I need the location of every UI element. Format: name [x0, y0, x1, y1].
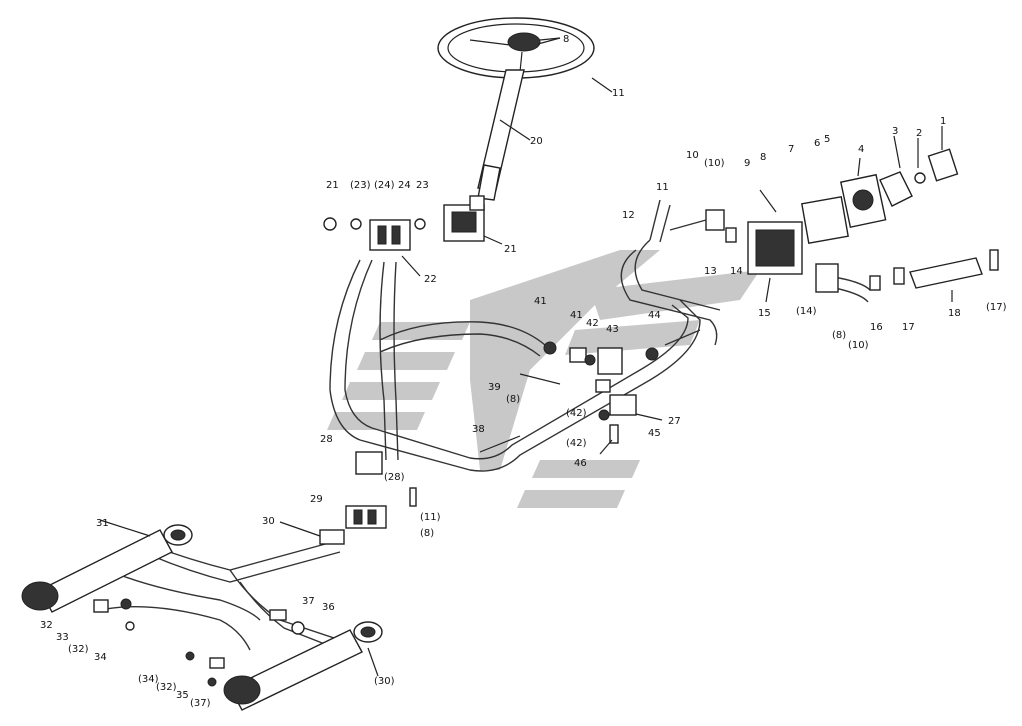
- callout-15: 15: [758, 308, 771, 319]
- callout-11: 11: [612, 88, 625, 99]
- callout-6: 6: [814, 138, 820, 149]
- callout-28p: (28): [384, 472, 405, 483]
- callout-20: 20: [530, 136, 543, 147]
- callout-32p: (32): [68, 644, 89, 655]
- callout-13: 13: [704, 266, 717, 277]
- callout-17p: (17): [986, 302, 1007, 313]
- callout-35: 35: [176, 690, 189, 701]
- callout-42: 42: [586, 318, 599, 329]
- pump-assembly: [705, 148, 959, 275]
- callout-18: 18: [948, 308, 961, 319]
- callout-21: 21: [326, 180, 339, 191]
- steering-unit: [443, 195, 485, 242]
- callout-36: 36: [322, 602, 335, 613]
- callout-41a: 41: [534, 296, 547, 307]
- callout-8p: (8): [832, 330, 846, 341]
- callout-34p: (34): [138, 674, 159, 685]
- watermark-logo: [327, 250, 760, 508]
- leader-lines: [99, 37, 953, 677]
- callout-45: 45: [648, 428, 661, 439]
- callout-42p2: (42): [566, 438, 587, 449]
- callout-11p: (11): [420, 512, 441, 523]
- callout-31: 31: [96, 518, 109, 529]
- callout-5: 5: [824, 134, 830, 145]
- callout-1: 1: [940, 116, 946, 127]
- callout-29: 29: [310, 494, 323, 505]
- callout-8b: 8: [760, 152, 766, 163]
- callout-24: 24: [398, 180, 411, 191]
- callout-30: 30: [262, 516, 275, 527]
- callout-32: 32: [40, 620, 53, 631]
- callout-21-unit: 21: [504, 244, 517, 255]
- callout-42p: (42): [566, 408, 587, 419]
- callout-37p: (37): [190, 698, 211, 709]
- callout-9: 9: [744, 158, 750, 169]
- callout-7: 7: [788, 144, 794, 155]
- axle-fittings: [93, 529, 345, 687]
- valve-group: [519, 341, 659, 444]
- callout-8: 8: [563, 34, 569, 45]
- callout-10p2: (10): [848, 340, 869, 351]
- callout-34: 34: [94, 652, 107, 663]
- callout-2: 2: [916, 128, 922, 139]
- cylinder-right: [223, 621, 383, 711]
- lower-valve-block: [345, 451, 417, 529]
- hydraulic-hoses: [329, 199, 721, 472]
- callout-8p3: (8): [420, 528, 434, 539]
- steering-wheel: [437, 17, 595, 79]
- callout-3: 3: [892, 126, 898, 137]
- callout-24p: (24): [374, 180, 395, 191]
- callout-37: 37: [302, 596, 315, 607]
- cylinder-left: [21, 524, 193, 613]
- callout-39: 39: [488, 382, 501, 393]
- callout-30p: (30): [374, 676, 395, 687]
- callout-38: 38: [472, 424, 485, 435]
- suction-pipe: [815, 249, 999, 303]
- callout-16: 16: [870, 322, 883, 333]
- fitting-block: [323, 217, 426, 251]
- callout-43: 43: [606, 324, 619, 335]
- callout-12: 12: [622, 210, 635, 221]
- callout-22: 22: [424, 274, 437, 285]
- callout-46: 46: [574, 458, 587, 469]
- callout-23p: (23): [350, 180, 371, 191]
- callout-41b: 41: [570, 310, 583, 321]
- steering-column: [477, 69, 525, 201]
- callout-8p2: (8): [506, 394, 520, 405]
- callout-17: 17: [902, 322, 915, 333]
- callout-28: 28: [320, 434, 333, 445]
- callout-33: 33: [56, 632, 69, 643]
- callout-23: 23: [416, 180, 429, 191]
- callout-14p: (14): [796, 306, 817, 317]
- callout-10p: (10): [704, 158, 725, 169]
- callout-27: 27: [668, 416, 681, 427]
- callout-32p2: (32): [156, 682, 177, 693]
- callout-14: 14: [730, 266, 743, 277]
- callout-labels: 8 11 20 21 (23) (24) 24 23 21 22 10 (10)…: [40, 34, 1007, 709]
- callout-4: 4: [858, 144, 864, 155]
- callout-44: 44: [648, 310, 661, 321]
- callout-10: 10: [686, 150, 699, 161]
- callout-11b: 11: [656, 182, 669, 193]
